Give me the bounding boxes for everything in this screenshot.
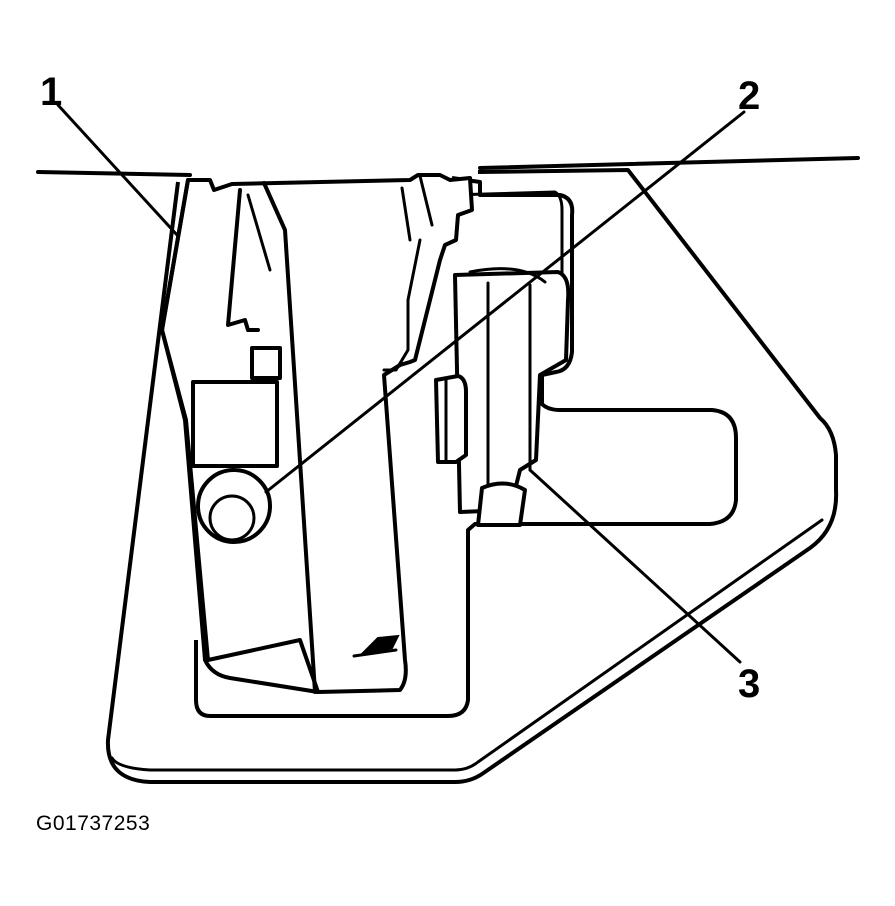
fastener bbox=[196, 468, 272, 544]
base-plate-inner-edge bbox=[110, 518, 824, 772]
label-window bbox=[191, 380, 279, 468]
figure-id: G01737253 bbox=[36, 812, 151, 835]
housing-body bbox=[160, 173, 474, 694]
clip-tab bbox=[434, 374, 468, 464]
callout-1: 1 bbox=[40, 70, 63, 114]
hinge-arm bbox=[453, 267, 571, 527]
surface-line bbox=[36, 156, 860, 177]
callout-3: 3 bbox=[738, 662, 761, 706]
tray-recess-inner bbox=[448, 190, 564, 357]
callout-2: 2 bbox=[738, 74, 761, 118]
leader-lines bbox=[56, 103, 746, 664]
